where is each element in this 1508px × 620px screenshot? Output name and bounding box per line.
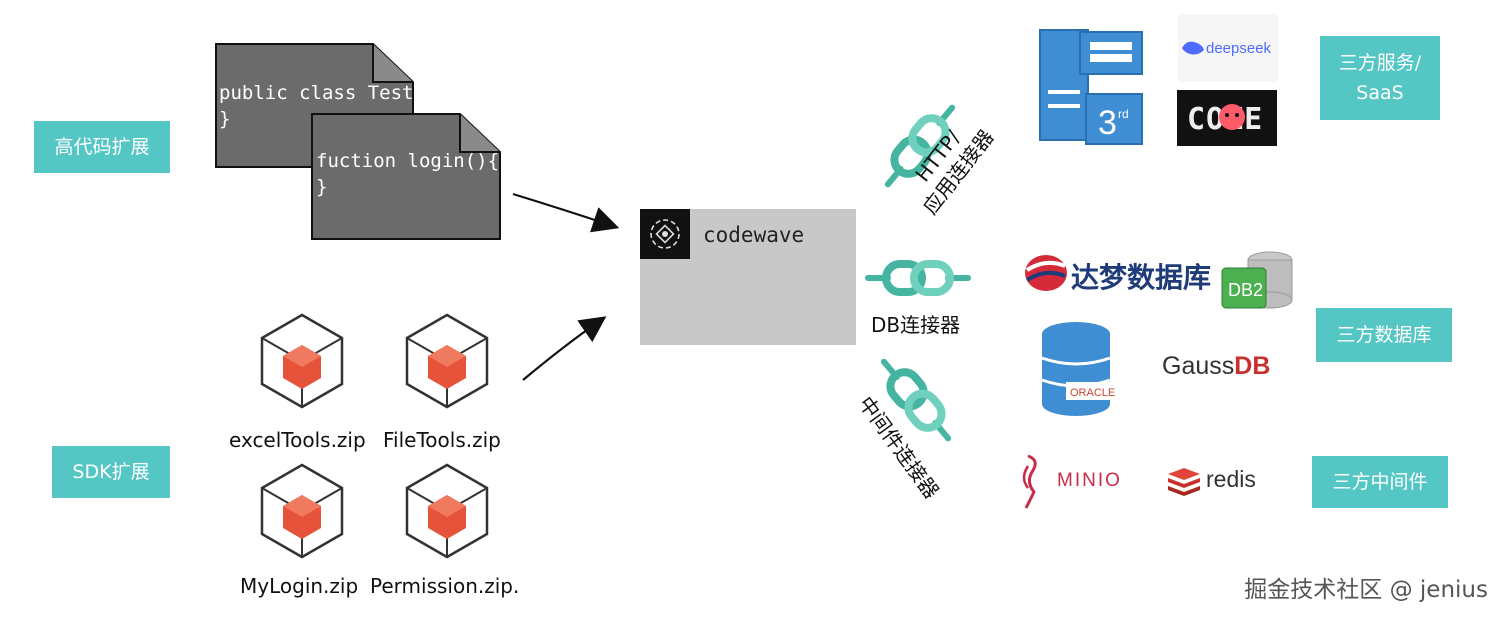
db2-logo: DB2 (1221, 251, 1293, 309)
third-party-middleware-label: 三方中间件 (1312, 456, 1448, 508)
package-label-file: FileTools.zip (383, 428, 501, 452)
package-label-mylogin: MyLogin.zip (240, 574, 359, 598)
code-note-2-line2: } (316, 176, 328, 198)
deepseek-text: deepseek (1206, 40, 1272, 57)
db2-text: DB2 (1228, 280, 1263, 300)
codewave-logo-icon (640, 209, 690, 259)
gaussdb-logo: GaussDB (1162, 352, 1270, 381)
code-note-2-text: fuction login(){ } (316, 148, 499, 200)
db-connector-label: DB连接器 (871, 313, 961, 337)
code-note-1-text: public class Test{ } (219, 80, 425, 132)
third-number: 3 (1098, 104, 1117, 142)
codewave-box: codewave (640, 209, 856, 345)
dameng-swirl-icon (1025, 255, 1067, 291)
oracle-logo: ORACLE (1041, 322, 1132, 416)
code-note-2-line1: fuction login(){ (316, 150, 500, 172)
package-icon-permission (405, 463, 489, 559)
arrow-sdk-to-center (522, 316, 607, 381)
package-icon-file (405, 313, 489, 409)
code-notes-graphic (215, 43, 501, 240)
code-note-2-shape (311, 113, 501, 240)
package-icon-excel (260, 313, 344, 409)
sdk-extension-text: SDK扩展 (72, 461, 150, 483)
third-party-databases-label: 三方数据库 (1316, 308, 1452, 362)
code-note-1-line2: } (219, 108, 231, 130)
code-note-1-fold (372, 44, 413, 83)
dameng-text: 达梦数据库 (1071, 261, 1212, 294)
coze-mascot-icon (1219, 104, 1245, 130)
arrow-code-to-center (512, 192, 620, 233)
third-party-services-label: 三方服务/ SaaS (1320, 36, 1440, 120)
dameng-logo: 达梦数据库 (1015, 242, 1212, 306)
third-sup: rd (1118, 107, 1129, 121)
gaussdb-gauss-text: Gauss (1162, 352, 1235, 380)
codewave-logo-svg (650, 219, 680, 249)
arrows-graphic (512, 192, 620, 381)
sdk-extension-label: SDK扩展 (52, 446, 170, 498)
high-code-extension-label: 高代码扩展 (34, 121, 170, 173)
minio-text: MINIO (1057, 470, 1122, 491)
coze-logo: COZE (1177, 90, 1277, 146)
redis-text: redis (1206, 466, 1256, 492)
deepseek-whale-icon (1182, 41, 1204, 55)
gaussdb-db-text: DB (1234, 352, 1271, 380)
codewave-title: codewave (703, 223, 805, 247)
package-label-excel: excelTools.zip (229, 428, 366, 452)
redis-icon (1168, 468, 1200, 496)
high-code-extension-text: 高代码扩展 (54, 136, 150, 158)
package-label-permission: Permission.zip. (370, 574, 520, 598)
code-note-1-line1: public class Test{ (219, 82, 425, 104)
deepseek-logo: deepseek (1178, 14, 1278, 82)
oracle-text: ORACLE (1070, 387, 1115, 399)
watermark: 掘金技术社区 @ jenius (1244, 577, 1488, 603)
code-note-2-fold (459, 114, 500, 153)
minio-bird-icon (1022, 454, 1037, 509)
db-connector-icon (868, 264, 968, 292)
package-icon-mylogin (260, 463, 344, 559)
third-party-server-icon: 3 rd (1039, 29, 1143, 145)
